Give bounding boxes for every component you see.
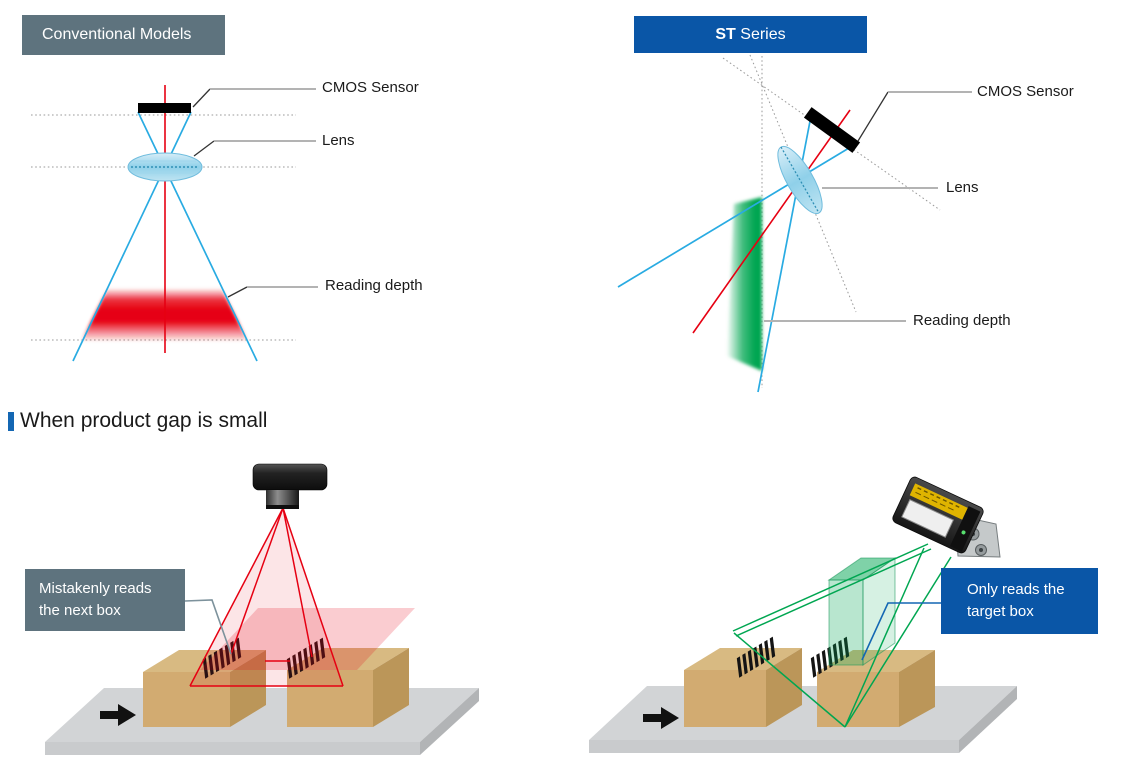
cmos-sensor-bar [138,103,191,113]
box [287,648,409,727]
st-series-title-rest: Series [735,26,786,43]
barcode [202,637,242,679]
lens-ellipse [777,145,823,215]
camera-icon [252,463,328,509]
caption-line: Only reads the [967,581,1065,598]
scanner-icon [892,476,1001,558]
leader-lines [192,88,318,298]
scene-conventional [45,463,479,755]
barcode [286,637,326,679]
caption-mistakenly-reads: Mistakenly reads the next box [25,569,185,631]
section-heading: When product gap is small [8,409,267,433]
scan-plane [200,608,415,670]
label-lens: Lens [946,179,979,196]
st-diagram [617,54,972,393]
beam-cone [190,508,343,686]
beam-outlines [189,507,344,687]
green-prism [827,557,897,666]
lens-ellipse [127,152,203,182]
label-reading-depth: Reading depth [325,277,423,294]
caption-leader-line [861,602,941,661]
st-series-title-bold: ST [715,26,736,43]
caption-line: the next box [39,602,121,619]
scene-st [589,476,1017,753]
arrow-right-icon [100,704,136,726]
label-reading-depth: Reading depth [913,312,1011,329]
conventional-models-title: Conventional Models [22,15,225,55]
barcode [736,636,776,678]
cmos-sensor-bar [803,107,861,153]
box [817,650,935,727]
caption-only-reads: Only reads the target box [941,568,1098,634]
arrow-right-icon [643,707,679,729]
label-cmos-sensor: CMOS Sensor [977,83,1074,100]
optical-axis-line [692,109,851,334]
section-heading-text: When product gap is small [20,409,268,432]
label-cmos-sensor: CMOS Sensor [322,79,419,96]
caption-line: Mistakenly reads [39,580,152,597]
reading-depth-band [727,197,762,371]
st-series-title: ST Series [634,16,867,53]
leader-lines [764,91,972,322]
conventional-diagram [31,85,318,362]
beam-outlines [732,543,952,728]
label-lens: Lens [322,132,355,149]
barcode [810,636,850,678]
heading-bullet-icon [8,411,14,431]
caption-leader-line [184,599,232,655]
caption-line: target box [967,603,1034,620]
